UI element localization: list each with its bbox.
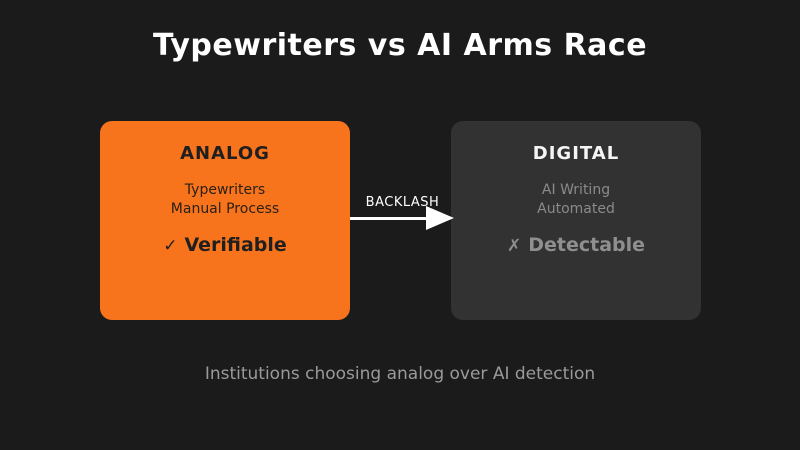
digital-badge-label: Detectable — [528, 234, 646, 256]
x-icon: ✗ — [506, 236, 522, 256]
check-icon: ✓ — [163, 236, 178, 256]
arrow-label: BACKLASH — [365, 195, 440, 210]
digital-card-title: DIGITAL — [532, 143, 620, 164]
arrow-head-icon — [426, 206, 454, 230]
analog-card-title: ANALOG — [180, 143, 270, 164]
analog-card-line: Typewriters — [184, 182, 266, 198]
backlash-arrow: BACKLASH — [350, 190, 455, 235]
caption-text: Institutions choosing analog over AI det… — [204, 364, 596, 384]
digital-card-line: AI Writing — [541, 182, 611, 198]
analog-card: ANALOG Typewriters Manual Process ✓ Verif… — [100, 121, 350, 320]
digital-card: DIGITAL AI Writing Automated ✗ Detectable — [451, 121, 701, 320]
analog-badge: ✓ Verifiable — [100, 234, 350, 256]
digital-badge: ✗ Detectable — [451, 234, 701, 256]
analog-card-line: Manual Process — [170, 201, 280, 217]
arrow-line — [350, 216, 436, 220]
analog-badge-label: Verifiable — [184, 234, 287, 256]
page-title: Typewriters vs AI Arms Race — [152, 28, 648, 63]
digital-card-line: Automated — [537, 201, 615, 217]
